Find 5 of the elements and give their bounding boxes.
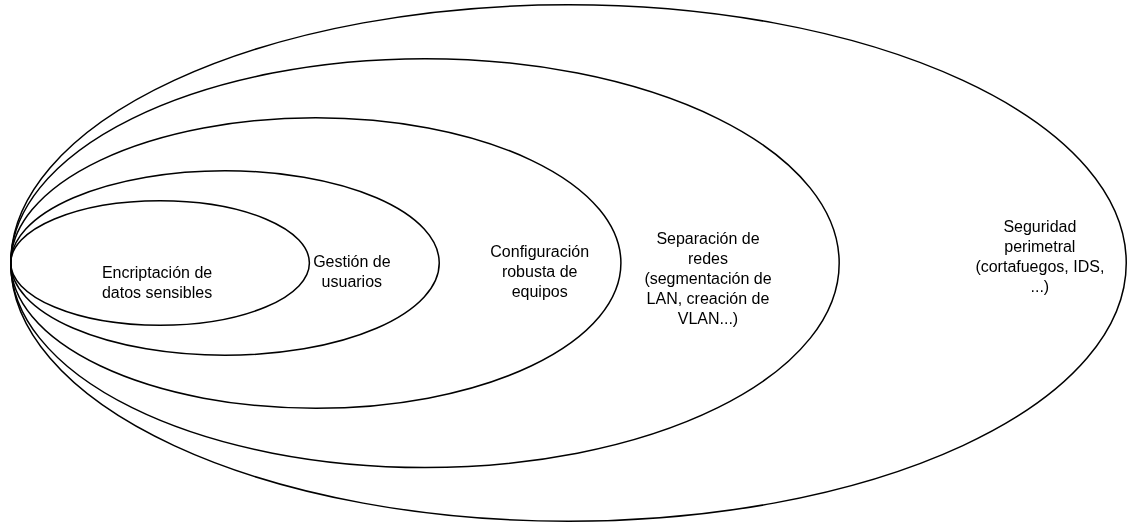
set-label: Configuración robusta de equipos bbox=[489, 241, 591, 302]
set-label: Encriptación de datos sensibles bbox=[100, 262, 214, 303]
set-label: Separación de redes (segmentación de LAN, creación de VLAN...) bbox=[643, 229, 773, 329]
set-label: Seguridad perimetral (cortafuegos, IDS, ...) bbox=[974, 217, 1106, 297]
set-label: Gestión de usuarios bbox=[312, 251, 392, 292]
